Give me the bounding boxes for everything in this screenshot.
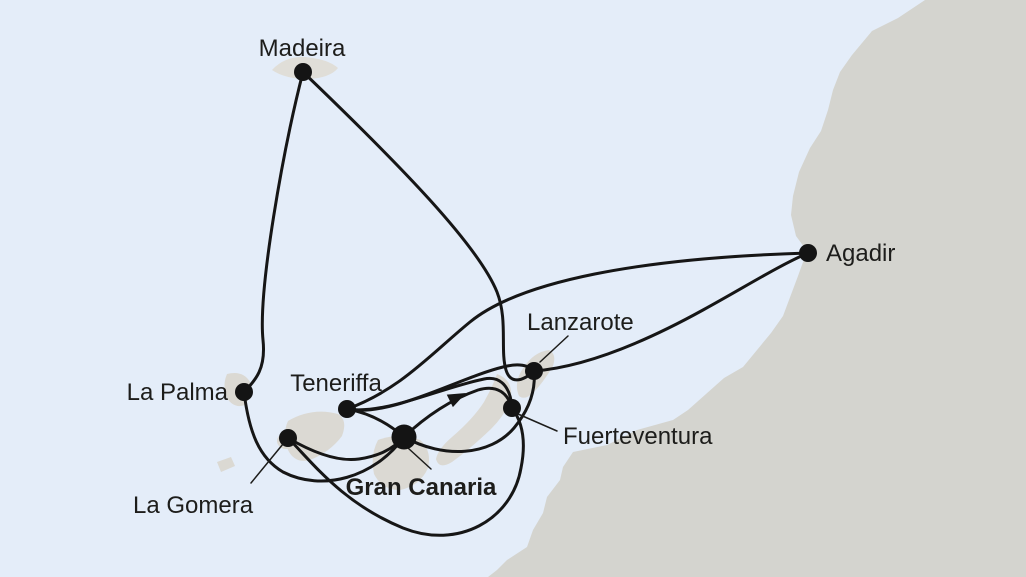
leader-line-la-gomera xyxy=(250,443,284,484)
port-label-la-gomera: La Gomera xyxy=(133,492,254,519)
route-la-gomera-gran-canaria xyxy=(286,435,406,462)
port-label-madeira: Madeira xyxy=(259,35,346,62)
leader-line-fuerteventura xyxy=(517,413,558,432)
port-dot-agadir xyxy=(799,244,817,262)
route-gran-canaria-lanzarote xyxy=(402,369,536,453)
port-label-la-palma: La Palma xyxy=(127,379,229,406)
port-label-lanzarote: Lanzarote xyxy=(527,309,634,336)
port-dot-madeira xyxy=(294,63,312,81)
africa-landmass xyxy=(488,0,1026,577)
direction-arrow-icon xyxy=(446,393,466,408)
port-label-agadir: Agadir xyxy=(826,240,895,267)
route-gran-canaria-fuerteventura xyxy=(402,386,514,439)
route-teneriffa-lanzarote xyxy=(345,363,536,412)
port-dot-lanzarote xyxy=(525,362,543,380)
route-la-palma-gran-canaria xyxy=(242,390,406,483)
leader-line-lanzarote xyxy=(539,335,569,363)
route-la-gomera-fuerteventura xyxy=(286,406,525,537)
route-teneriffa-agadir xyxy=(345,251,810,411)
port-label-gran-canaria: Gran Canaria xyxy=(346,474,497,501)
port-label-fuerteventura: Fuerteventura xyxy=(563,423,713,450)
island-el-hierro xyxy=(217,457,235,472)
port-dot-teneriffa xyxy=(338,400,356,418)
port-label-teneriffa: Teneriffa xyxy=(290,370,382,397)
leader-line-gran-canaria xyxy=(407,447,432,470)
port-dot-la-palma xyxy=(235,383,253,401)
route-lanzarote-agadir xyxy=(532,251,810,373)
port-dot-la-gomera xyxy=(279,429,297,447)
route-madeira-lanzarote xyxy=(301,70,536,382)
port-dot-gran-canaria xyxy=(391,424,417,450)
port-dot-fuerteventura xyxy=(503,399,521,417)
island-fuerteventura xyxy=(436,374,512,466)
route-madeira-la-palma xyxy=(242,70,305,394)
